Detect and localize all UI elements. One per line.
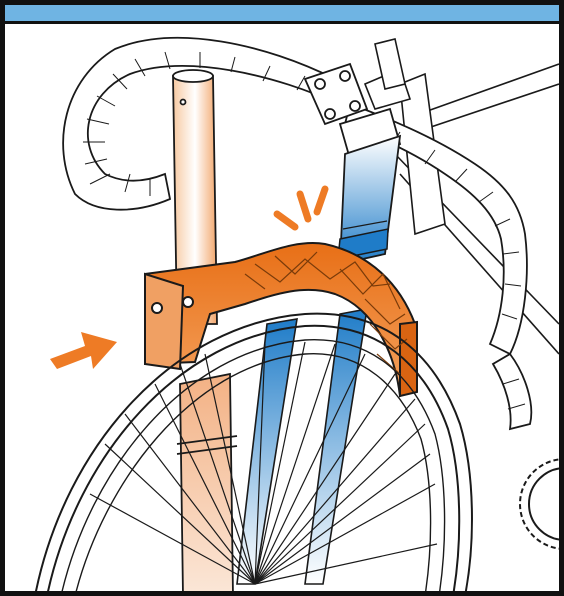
bike-fork-mount-illustration — [35, 36, 559, 591]
header-band — [5, 5, 559, 24]
fork-crown — [337, 134, 402, 266]
mount-post — [172, 69, 238, 591]
fork-clamp — [144, 242, 419, 398]
stem — [303, 62, 402, 161]
chainring — [519, 458, 559, 550]
front-wheel — [35, 312, 473, 591]
fork-legs — [236, 308, 368, 585]
handlebar — [62, 36, 533, 431]
impact-lines-icon — [273, 185, 329, 231]
arrow-right-icon — [50, 332, 117, 369]
